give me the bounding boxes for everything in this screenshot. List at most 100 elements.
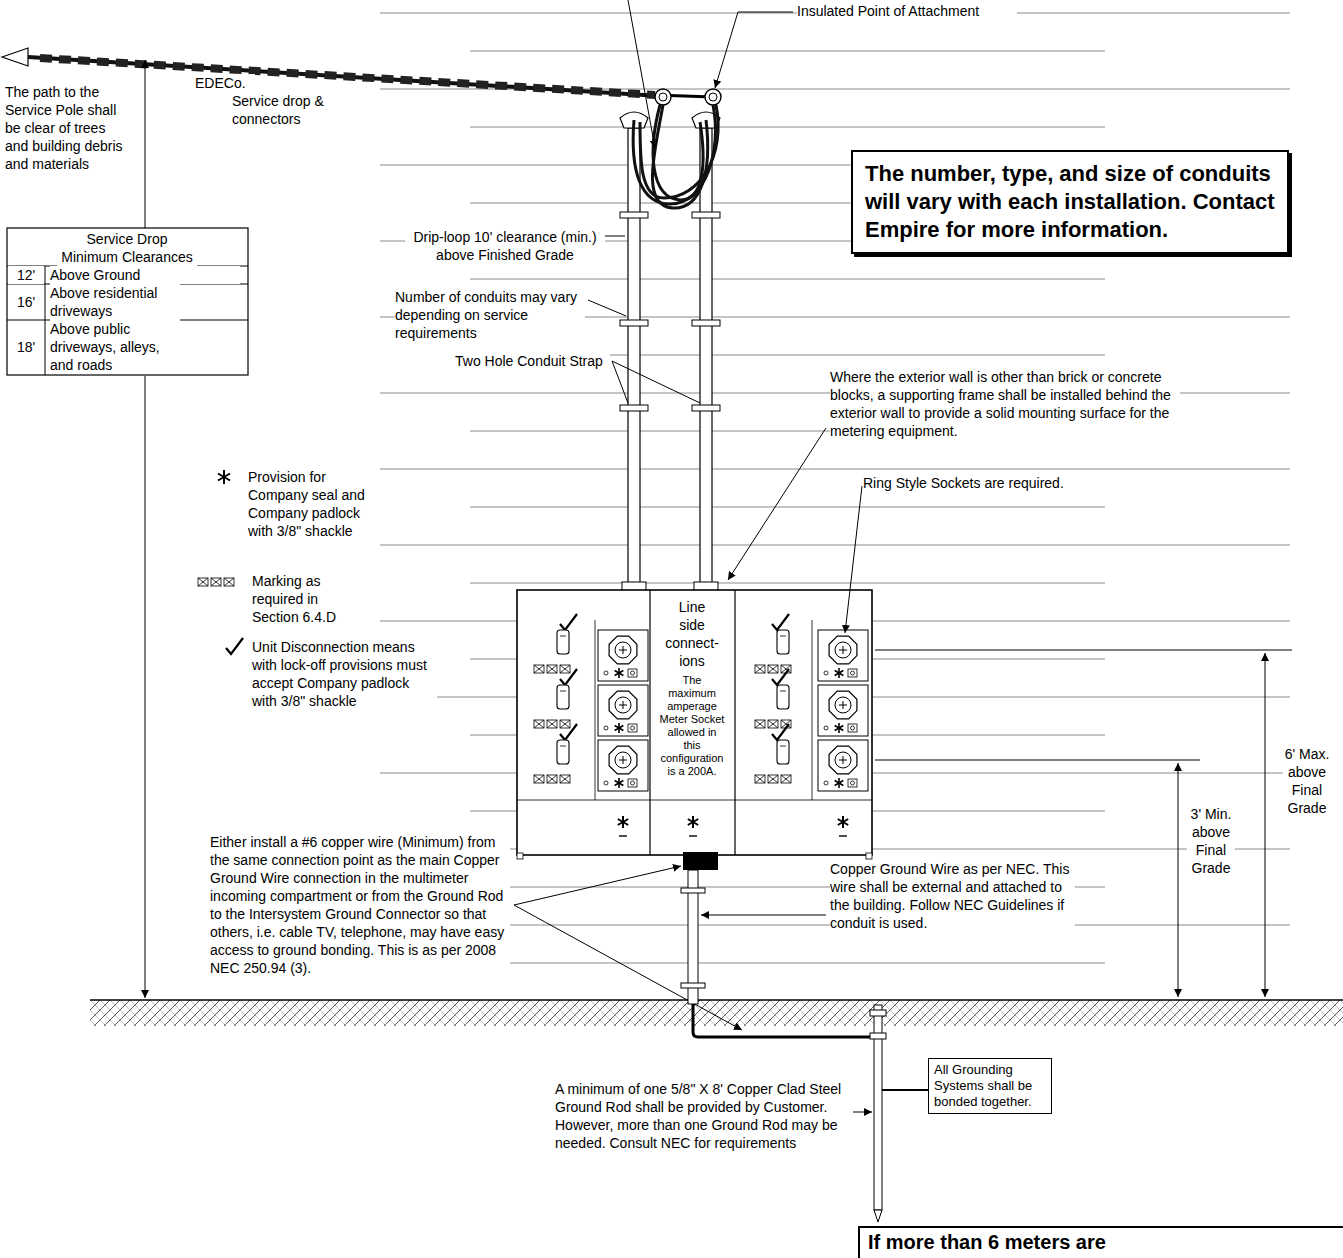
- multimeter-enclosure: [734, 590, 735, 855]
- multimeter-enclosure: [768, 720, 778, 728]
- legend-symbol: [224, 578, 234, 586]
- multimeter-enclosure: [560, 614, 577, 630]
- leader-line: [514, 0, 872, 1112]
- multimeter-enclosure: [688, 819, 698, 825]
- multimeter-enclosure: [631, 671, 635, 675]
- multimeter-enclosure: [755, 720, 765, 728]
- multimeter-enclosure: [631, 726, 635, 730]
- insulated-attachment: [705, 89, 721, 105]
- multimeter-enclosure: [835, 752, 851, 768]
- multimeter-enclosure: [772, 724, 789, 740]
- node-text: If more than 6 meters are: [868, 1231, 1343, 1254]
- height-dimension: [1178, 763, 1179, 997]
- drip-loop-wires: [633, 105, 718, 208]
- house-siding: [470, 963, 1105, 964]
- leader-line: [588, 300, 626, 316]
- insulated-attachment: [709, 93, 717, 101]
- note-text: The path to the Service Pole shall be cl…: [5, 83, 123, 173]
- multimeter-enclosure: [517, 800, 872, 801]
- drip-loop-wires: [652, 105, 707, 208]
- multimeter-enclosure: [843, 756, 844, 764]
- insulated-attachment: [659, 93, 667, 101]
- multimeter-enclosure: [628, 779, 637, 787]
- multimeter-enclosure: [615, 781, 624, 786]
- multimeter-enclosure: [818, 630, 868, 681]
- multimeter-enclosure: [560, 665, 570, 673]
- multimeter-enclosure: [689, 835, 697, 836]
- grounding-system: [882, 1089, 928, 1091]
- multimeter-enclosure: [534, 775, 544, 783]
- multimeter-enclosure: [780, 746, 786, 747]
- multimeter-enclosure: [560, 775, 570, 783]
- multimeter-enclosure: [866, 853, 872, 859]
- table-header: Service Drop Minimum Clearances: [57, 230, 197, 266]
- multimeter-enclosure: [755, 775, 765, 783]
- multimeter-enclosure: [649, 590, 650, 855]
- legend-symbol: [218, 474, 230, 481]
- table-cell: 18': [8, 338, 44, 356]
- grounding-system: [870, 1033, 886, 1039]
- multimeter-enclosure: [781, 775, 791, 783]
- multimeter-enclosure: [848, 669, 857, 677]
- clearance-table: [7, 228, 248, 375]
- multimeter-enclosure: [615, 781, 624, 786]
- drip-loop-wires: [640, 105, 718, 198]
- multimeter-enclosure: [835, 726, 844, 731]
- table-cell: 12': [8, 266, 44, 284]
- multimeter-enclosure: [829, 746, 857, 774]
- height-dimension: [1265, 653, 1266, 997]
- multimeter-enclosure: [835, 697, 851, 713]
- house-siding: [470, 279, 1105, 280]
- multimeter-enclosure: [851, 781, 855, 785]
- legend-symbol: [226, 638, 243, 654]
- multimeter-enclosure: [631, 781, 635, 785]
- leader-line: [845, 486, 862, 633]
- multimeter-enclosure: [755, 720, 765, 728]
- multimeter-enclosure: [619, 835, 627, 836]
- multimeter-enclosure: [517, 590, 872, 859]
- ground-hatch: [90, 999, 1343, 1001]
- note-text: A minimum of one 5/8" X 8' Copper Clad S…: [555, 1080, 850, 1152]
- service-conduit: [620, 320, 648, 326]
- multimeter-enclosure: [623, 756, 624, 764]
- meter-enclosure: Line side connect- ionsThe maximum amper…: [517, 590, 872, 855]
- service-conduit: [692, 320, 720, 326]
- multimeter-enclosure: [557, 630, 569, 654]
- table-cell: 16': [8, 293, 44, 311]
- multimeter-enclosure: [618, 819, 628, 825]
- table-cell: Above Ground: [50, 266, 240, 284]
- multimeter-enclosure: [560, 720, 570, 728]
- multimeter-enclosure: [755, 720, 765, 728]
- house-siding: [470, 51, 1105, 52]
- multimeter-enclosure: [560, 775, 570, 783]
- callout-label: Number of conduits may vary depending on…: [395, 288, 585, 342]
- node-text: Line side connect- ions: [664, 598, 720, 670]
- multimeter-enclosure: [824, 781, 828, 785]
- multimeter-enclosure: [768, 775, 778, 783]
- multimeter-enclosure: [560, 691, 566, 692]
- multimeter-enclosure: [560, 636, 566, 637]
- multimeter-enclosure: [835, 642, 851, 658]
- leader-line: [728, 428, 826, 580]
- multimeter-enclosure: [755, 775, 765, 783]
- leader-line: [715, 12, 793, 88]
- note-box: All Grounding Systems shall be bonded to…: [928, 1058, 1052, 1114]
- multimeter-enclosure: [839, 835, 847, 836]
- multimeter-enclosure: [781, 775, 791, 783]
- multimeter-enclosure: [598, 685, 648, 736]
- multimeter-enclosure: [604, 781, 608, 785]
- multimeter-enclosure: [835, 781, 844, 786]
- multimeter-enclosure: [768, 665, 778, 673]
- multimeter-enclosure: [768, 775, 778, 783]
- note-text: Either install a #6 copper wire (Minimum…: [210, 833, 510, 977]
- note-text: Where the exterior wall is other than br…: [830, 368, 1180, 440]
- multimeter-enclosure: [772, 669, 789, 685]
- legend-text: Provision for Company seal and Company p…: [248, 468, 370, 540]
- multimeter-enclosure: [829, 691, 857, 719]
- drip-loop-wires: [633, 105, 715, 204]
- node-text: The number, type, and size of conduits w…: [865, 160, 1275, 244]
- multimeter-enclosure: [517, 853, 523, 859]
- multimeter-enclosure: [609, 746, 637, 774]
- multimeter-enclosure: [843, 646, 844, 654]
- multimeter-enclosure: [755, 775, 765, 783]
